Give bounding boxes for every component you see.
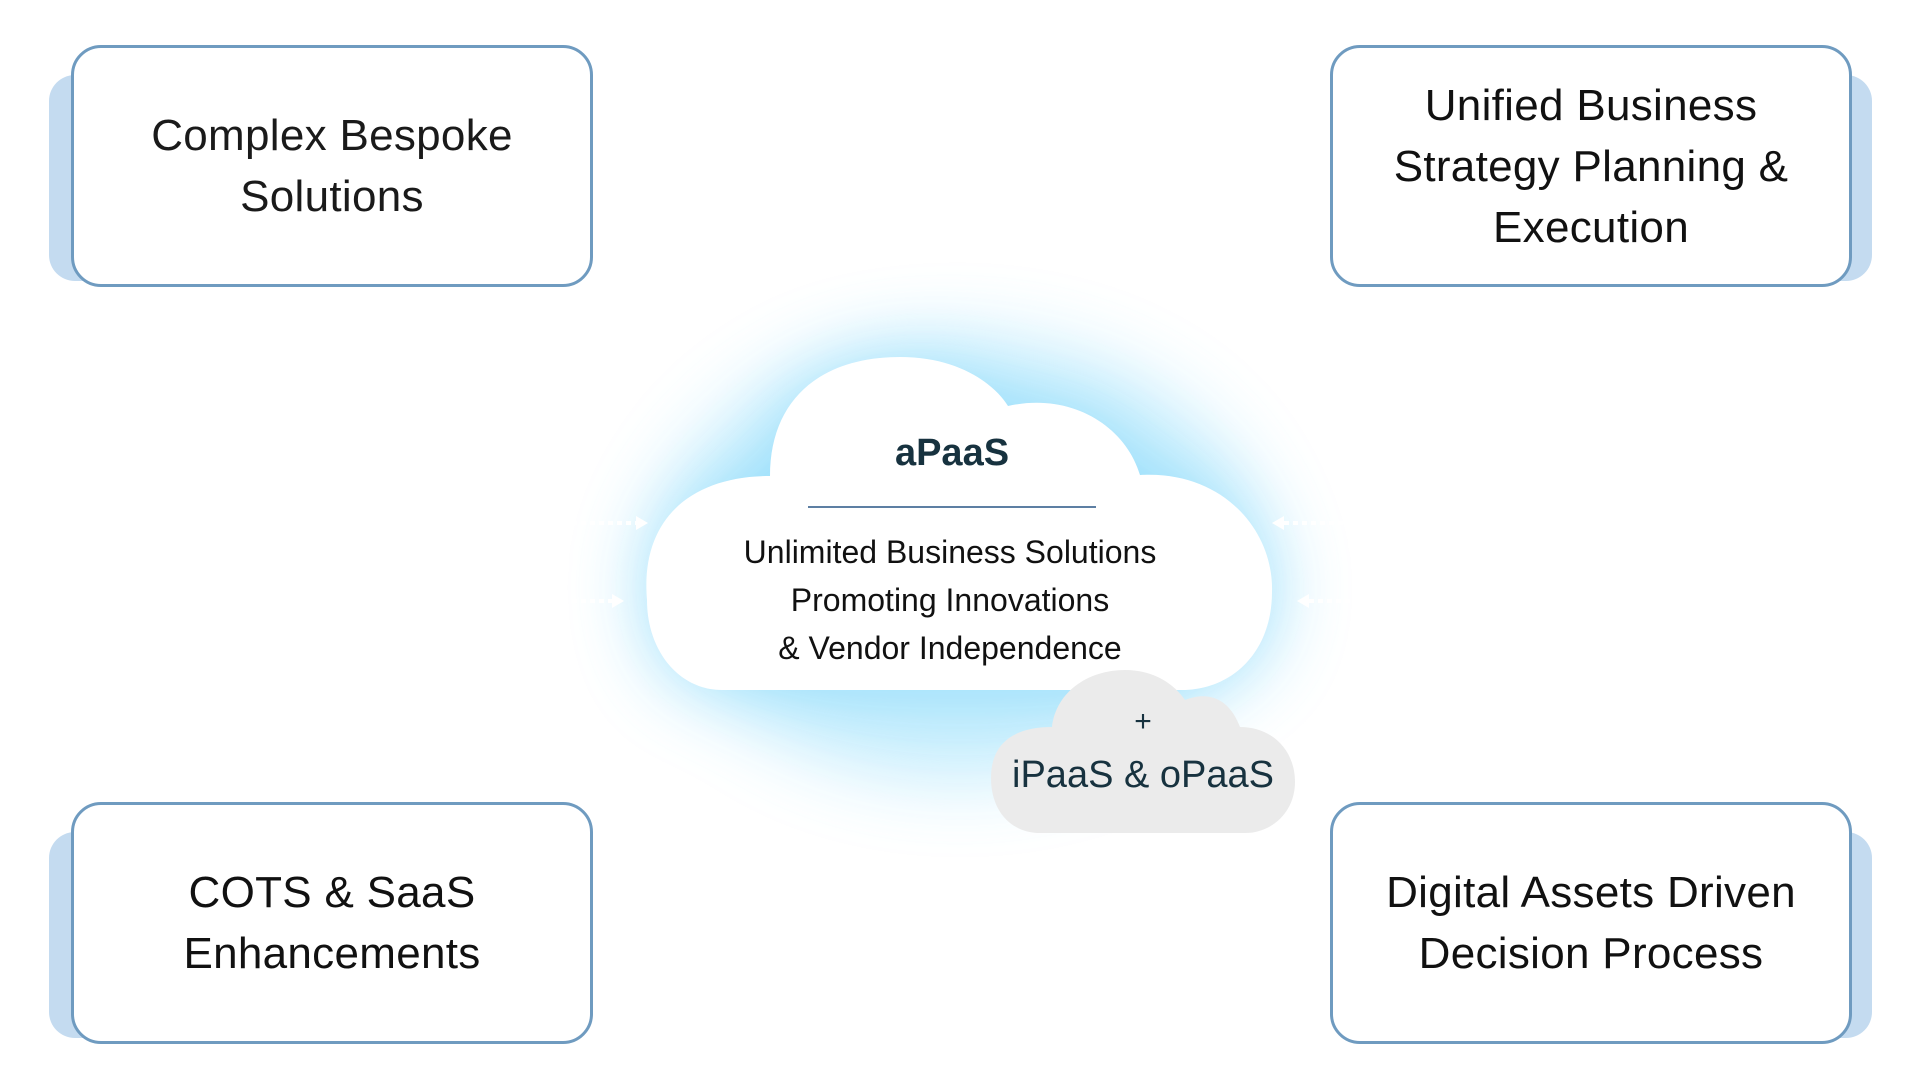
box-label-line: Decision Process	[1418, 929, 1764, 978]
arrow-left-bottom	[500, 594, 624, 608]
box-label-line: Digital Assets Driven	[1386, 868, 1796, 917]
box-label: Unified Business Strategy Planning & Exe…	[1394, 75, 1789, 258]
box-top-left: Complex Bespoke Solutions	[49, 45, 593, 287]
box-label-line: Solutions	[240, 172, 424, 221]
arrow-right-bottom	[1297, 594, 1420, 608]
box-label-line: Unified Business	[1424, 80, 1758, 130]
main-cloud-shape	[646, 357, 1273, 690]
arrow-right-top	[1272, 516, 1420, 530]
box-label-line: COTS & SaaS	[188, 868, 476, 917]
box-card: Complex Bespoke Solutions	[71, 45, 593, 287]
box-label-line: Strategy Planning &	[1393, 141, 1789, 191]
box-label: COTS & SaaS Enhancements	[183, 862, 480, 984]
plus-icon: +	[1134, 705, 1152, 738]
box-label-line: Execution	[1493, 202, 1689, 252]
box-label: Complex Bespoke Solutions	[151, 105, 513, 227]
box-card: COTS & SaaS Enhancements	[71, 802, 593, 1044]
apaas-description: Unlimited Business Solutions Promoting I…	[660, 528, 1240, 672]
box-bottom-left: COTS & SaaS Enhancements	[49, 802, 593, 1044]
arrow-left-top	[500, 516, 648, 530]
addon-cloud-shape	[991, 670, 1295, 833]
apaas-title: aPaaS	[894, 432, 1010, 474]
box-label: Digital Assets Driven Decision Process	[1386, 862, 1796, 984]
addon-cloud-label: iPaaS & oPaaS	[1012, 754, 1274, 796]
description-line: Unlimited Business Solutions	[743, 534, 1157, 570]
box-label-line: Enhancements	[183, 929, 481, 978]
box-label-line: Complex Bespoke	[151, 111, 513, 160]
box-card: Digital Assets Driven Decision Process	[1330, 802, 1852, 1044]
description-line: & Vendor Independence	[778, 630, 1122, 666]
box-card: Unified Business Strategy Planning & Exe…	[1330, 45, 1852, 287]
title-divider	[808, 506, 1096, 508]
box-bottom-right: Digital Assets Driven Decision Process	[1330, 802, 1872, 1044]
description-line: Promoting Innovations	[790, 582, 1110, 618]
box-top-right: Unified Business Strategy Planning & Exe…	[1330, 45, 1872, 287]
